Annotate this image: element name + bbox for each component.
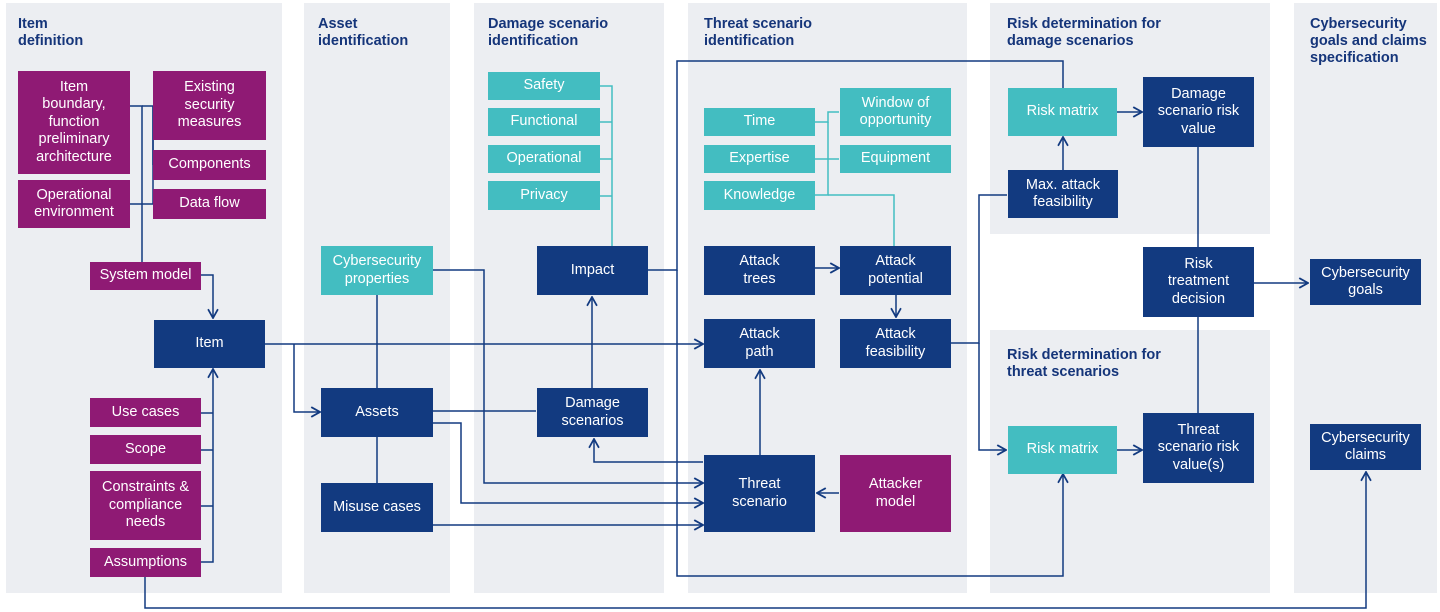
time-box: Time [704,108,815,136]
attack-potential-box: Attack potential [840,246,951,295]
cybersecurity-claims-box: Cybersecurity claims [1310,424,1421,470]
equipment-box: Equipment [840,145,951,173]
attack-feasibility-box: Attack feasibility [840,319,951,368]
assets-box: Assets [321,388,433,437]
functional-box: Functional [488,108,600,136]
existing-security-measures-box: Existing security measures [153,71,266,140]
risk-treatment-decision-box: Risk treatment decision [1143,247,1254,317]
column-title-asset-identification: Asset identification [318,16,409,49]
window-of-opportunity-box: Window of opportunity [840,88,951,136]
operational-environment-box: Operational environment [18,180,130,228]
attacker-model-box: Attacker model [840,455,951,532]
cybersecurity-properties-box: Cybersecurity properties [321,246,433,295]
risk-matrix-damage-box: Risk matrix [1008,88,1117,136]
damage-scenarios-box: Damage scenarios [537,388,648,437]
risk-matrix-threat-box: Risk matrix [1008,426,1117,474]
attack-trees-box: Attack trees [704,246,815,295]
column-damage-scenario-identification [474,3,664,593]
column-title-threat-scenario-identification: Threat scenario identification [704,16,812,49]
item-boundary-box: Item boundary, function preliminary arch… [18,71,130,174]
assumptions-box: Assumptions [90,548,201,577]
knowledge-box: Knowledge [704,181,815,210]
column-title-item-definition: Item definition [18,16,84,49]
components-box: Components [153,150,266,180]
max-attack-feasibility-box: Max. attack feasibility [1008,170,1118,218]
data-flow-box: Data flow [153,189,266,219]
scope-box: Scope [90,435,201,464]
damage-scenario-risk-value-box: Damage scenario risk value [1143,77,1254,147]
impact-box: Impact [537,246,648,295]
column-title-risk-threat: Risk determination for threat scenarios [1007,347,1161,380]
column-title-risk-damage: Risk determination for damage scenarios [1007,16,1161,49]
column-title-goals-claims: Cybersecurity goals and claims specifica… [1310,16,1427,66]
item-box: Item [154,320,265,368]
use-cases-box: Use cases [90,398,201,427]
threat-scenario-box: Threat scenario [704,455,815,532]
privacy-box: Privacy [488,181,600,210]
column-title-damage-scenario-identification: Damage scenario identification [488,16,609,49]
operational-box: Operational [488,145,600,173]
cybersecurity-goals-box: Cybersecurity goals [1310,259,1421,305]
misuse-cases-box: Misuse cases [321,483,433,532]
constraints-compliance-box: Constraints & compliance needs [90,471,201,540]
system-model-box: System model [90,262,201,290]
threat-scenario-risk-value-box: Threat scenario risk value(s) [1143,413,1254,483]
safety-box: Safety [488,72,600,100]
expertise-box: Expertise [704,145,815,173]
attack-path-box: Attack path [704,319,815,368]
